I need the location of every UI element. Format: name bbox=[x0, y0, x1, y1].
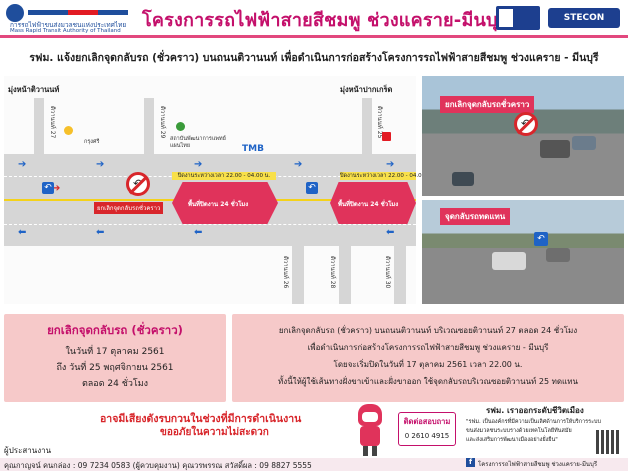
photo-replacement-uturn: จุดกลับรถทดแทน ↶ bbox=[422, 200, 624, 304]
info-line: ทั้งนี้ให้ผู้ใช้เส้นทางฝั่งขาเข้าและฝั่ง… bbox=[278, 377, 578, 386]
no-uturn-icon: ↶ bbox=[514, 112, 538, 136]
side-street bbox=[362, 98, 372, 154]
info-box-details: ยกเลิกจุดกลับรถ (ชั่วคราว) บนถนนติวานนท์… bbox=[232, 314, 624, 402]
car bbox=[452, 172, 474, 186]
info-line: ในวันที่ 17 ตุลาคม 2561 bbox=[65, 347, 165, 357]
hospital-icon bbox=[176, 122, 185, 131]
work-zone bbox=[172, 182, 278, 224]
soi-label: ติวานนท์ 30 bbox=[384, 256, 391, 289]
northern-bangkok-logo bbox=[496, 6, 540, 30]
mascot-leg bbox=[372, 446, 377, 456]
uturn-icon: ↶ bbox=[306, 182, 318, 194]
coordinator-label: ผู้ประสานงาน bbox=[4, 446, 52, 455]
coordinator-contacts: คุณกาญจน์ คนกล่อง : 09 7234 0583 (ผู้ควบ… bbox=[4, 461, 312, 470]
car bbox=[572, 136, 596, 150]
traffic-arrow-icon: ➔ bbox=[194, 159, 203, 170]
org-name-th: การรถไฟฟ้าขนส่งมวลชนแห่งประเทศไทย bbox=[10, 21, 127, 29]
nb-icon bbox=[499, 9, 513, 27]
traffic-arrow-icon: ➔ bbox=[386, 159, 395, 170]
mrta-emblem-icon bbox=[6, 4, 24, 22]
photo-cancelled-uturn: ยกเลิกจุดกลับรถชั่วคราว ↶ bbox=[422, 76, 624, 196]
mascot-image bbox=[352, 404, 388, 456]
org-name-en: Mass Rapid Transit Authority of Thailand bbox=[10, 28, 121, 34]
header: การรถไฟฟ้าขนส่งมวลชนแห่งประเทศไทย Mass R… bbox=[0, 0, 628, 38]
traffic-arrow-icon: ⬅ bbox=[386, 227, 395, 238]
road-label-right: มุ่งหน้าปากเกร็ด bbox=[340, 85, 393, 94]
side-street bbox=[394, 246, 406, 304]
traffic-map: มุ่งหน้าติวานนท์ มุ่งหน้าปากเกร็ด ติวานน… bbox=[4, 76, 433, 304]
detour-arrow-icon: ➔ bbox=[52, 183, 61, 194]
info-line: ถึง วันที่ 25 พฤศจิกายน 2561 bbox=[56, 363, 174, 373]
announcement-subtitle: รฟม. แจ้งยกเลิกจุดกลับรถ (ชั่วคราว) บนถน… bbox=[29, 52, 599, 64]
tmb-label: TMB bbox=[242, 144, 264, 154]
uturn-icon: ↶ bbox=[42, 182, 54, 194]
soi-label: ติวานนท์ 26 bbox=[282, 256, 289, 289]
mrta-stripe bbox=[28, 10, 128, 15]
apology-text: ขออภัยในความไม่สะดวก bbox=[160, 427, 269, 438]
lane-mark bbox=[4, 224, 416, 225]
traffic-arrow-icon: ➔ bbox=[18, 159, 27, 170]
work-zone-label: พื้นที่ปิดงาน 24 ชั่วโมง bbox=[188, 201, 249, 208]
work-zone bbox=[330, 182, 416, 224]
soi-label: ติวานนท์ 27 bbox=[49, 106, 56, 139]
soi-label: ติวานนท์ 25 bbox=[376, 106, 383, 139]
slogan-title: รฟม. เราออกระดับชีวิตเมือง bbox=[486, 406, 584, 415]
traffic-arrow-icon: ⬅ bbox=[96, 227, 105, 238]
page-title: โครงการรถไฟฟ้าสายสีชมพู ช่วงแคราย-มีนบุร… bbox=[142, 10, 508, 31]
work-time-banner: ปิดงานระหว่างเวลา 22.00 - 04.00 น. bbox=[172, 172, 276, 180]
contact-title: ติดต่อสอบถาม bbox=[403, 417, 451, 426]
mascot-body bbox=[360, 426, 380, 446]
soi-label: ติวานนท์ 29 bbox=[159, 106, 166, 139]
work-zone-label: พื้นที่ปิดงาน 24 ชั่วโมง bbox=[338, 201, 399, 208]
side-street bbox=[339, 246, 351, 304]
contact-box: ติดต่อสอบถาม 0 2610 4915 bbox=[398, 412, 456, 446]
info-title: ยกเลิกจุดกลับรถ (ชั่วคราว) bbox=[47, 323, 183, 337]
info-line: โดยจะเริ่มปิดในวันที่ 17 ตุลาคม 2561 เวล… bbox=[333, 360, 523, 369]
slogan-line: "รฟม. เป็นองค์กรที่มีความเป็นเลิศด้านการ… bbox=[466, 419, 601, 425]
slogan-line: ขนส่งมวลชนระบบรางด้วยเทคโนโลยีทันสมัย bbox=[466, 428, 572, 434]
side-street bbox=[144, 98, 154, 154]
apology-text: อาจมีเสียงดังรบกวนในช่วงที่มีการดำเนินงา… bbox=[100, 413, 302, 425]
info-box-dates: ยกเลิกจุดกลับรถ (ชั่วคราว) ในวันที่ 17 ต… bbox=[4, 314, 226, 402]
car bbox=[540, 140, 570, 158]
side-street bbox=[34, 98, 44, 154]
traffic-arrow-icon: ⬅ bbox=[18, 227, 27, 238]
car bbox=[546, 248, 570, 262]
facebook-page-link[interactable]: โครงการรถไฟฟ้าสายสีชมพู ช่วงแคราย-มีนบุร… bbox=[478, 461, 598, 468]
work-time-banner: ปิดงานระหว่างเวลา 22.00 - 04.00 น. bbox=[340, 172, 433, 180]
soi-label: ติวานนท์ 28 bbox=[329, 256, 336, 289]
cancel-uturn-tag: ยกเลิกจุดกลับรถชั่วคราว bbox=[94, 202, 164, 214]
shop-icon bbox=[382, 132, 391, 141]
info-line: ตลอด 24 ชั่วโมง bbox=[81, 379, 149, 389]
no-uturn-icon: ↶ bbox=[126, 172, 150, 196]
poi-hospital: สถาบันพัฒนาการแพทย์แผนไทย bbox=[170, 136, 226, 149]
info-line: ยกเลิกจุดกลับรถ (ชั่วคราว) บนถนนติวานนท์… bbox=[278, 326, 578, 335]
mascot-leg bbox=[363, 446, 368, 456]
traffic-arrow-icon: ➔ bbox=[96, 159, 105, 170]
facebook-icon: f bbox=[466, 458, 475, 467]
contact-phone: 0 2610 4915 bbox=[404, 432, 450, 440]
road-label-left: มุ่งหน้าติวานนท์ bbox=[8, 85, 60, 94]
slogan-line: และส่งเสริมการพัฒนาเมืองอย่างยั่งยืน" bbox=[466, 437, 558, 443]
traffic-arrow-icon: ⬅ bbox=[194, 227, 203, 238]
traffic-arrow-icon: ➔ bbox=[294, 159, 303, 170]
uturn-icon: ↶ bbox=[534, 232, 548, 246]
photo-caption: จุดกลับรถทดแทน bbox=[440, 208, 511, 225]
poi-krungsri: กรุงศรี bbox=[84, 139, 100, 145]
mascot-face bbox=[362, 412, 378, 422]
krungsri-icon bbox=[64, 126, 73, 135]
photo-caption: ยกเลิกจุดกลับรถชั่วคราว bbox=[440, 96, 535, 113]
stecon-logo: STECON bbox=[548, 8, 620, 28]
info-line: เพื่อดำเนินการก่อสร้างโครงการรถไฟฟ้าสายส… bbox=[307, 343, 549, 352]
side-street bbox=[292, 246, 304, 304]
car bbox=[492, 252, 526, 270]
mrta-logo: การรถไฟฟ้าขนส่งมวลชนแห่งประเทศไทย Mass R… bbox=[6, 4, 134, 34]
qr-code-icon bbox=[596, 430, 620, 454]
